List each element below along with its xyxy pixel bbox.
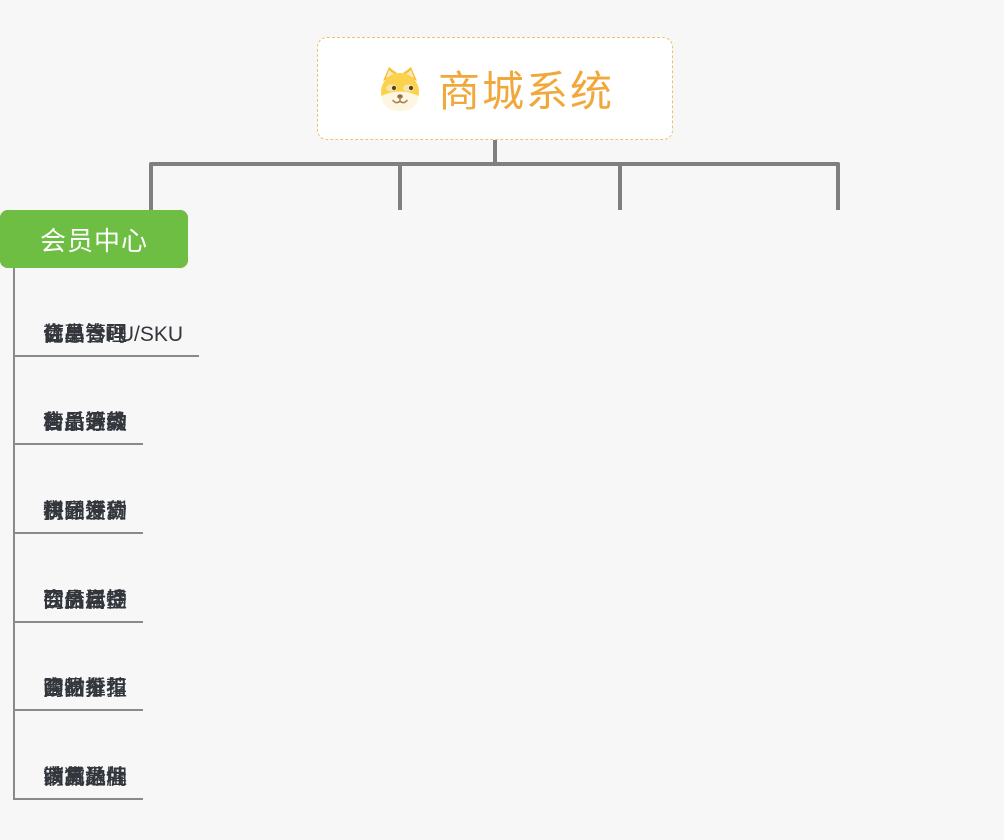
child-node[interactable]: 会员分组: [15, 623, 143, 712]
connector-bus: [149, 162, 840, 166]
branch: 会员中心 会员管理会员等级积分签到会员标签会员分组收货地址: [0, 210, 188, 801]
branch-children: 会员管理会员等级积分签到会员标签会员分组收货地址: [13, 268, 188, 801]
child-node[interactable]: 会员等级: [15, 357, 143, 446]
connector-root-stem: [493, 140, 497, 165]
branch-node[interactable]: 会员中心: [0, 210, 188, 268]
root-node[interactable]: 商城系统: [317, 37, 673, 140]
child-node[interactable]: 会员标签: [15, 534, 143, 623]
child-node[interactable]: 收货地址: [15, 711, 143, 801]
branch-label: 会员中心: [39, 225, 148, 256]
branch-children: 优惠券码秒杀活动拼团活动砍价活动限时折扣满减送: [13, 268, 188, 801]
connector-drop: [149, 164, 153, 210]
connector-drop: [398, 164, 402, 210]
dog-face-icon: [380, 66, 419, 111]
connector-drop: [618, 164, 622, 210]
child-node[interactable]: 积分签到: [15, 445, 143, 535]
connector-drop: [836, 164, 840, 210]
child-node[interactable]: 会员管理: [15, 268, 143, 357]
root-title: 商城系统: [437, 68, 614, 115]
